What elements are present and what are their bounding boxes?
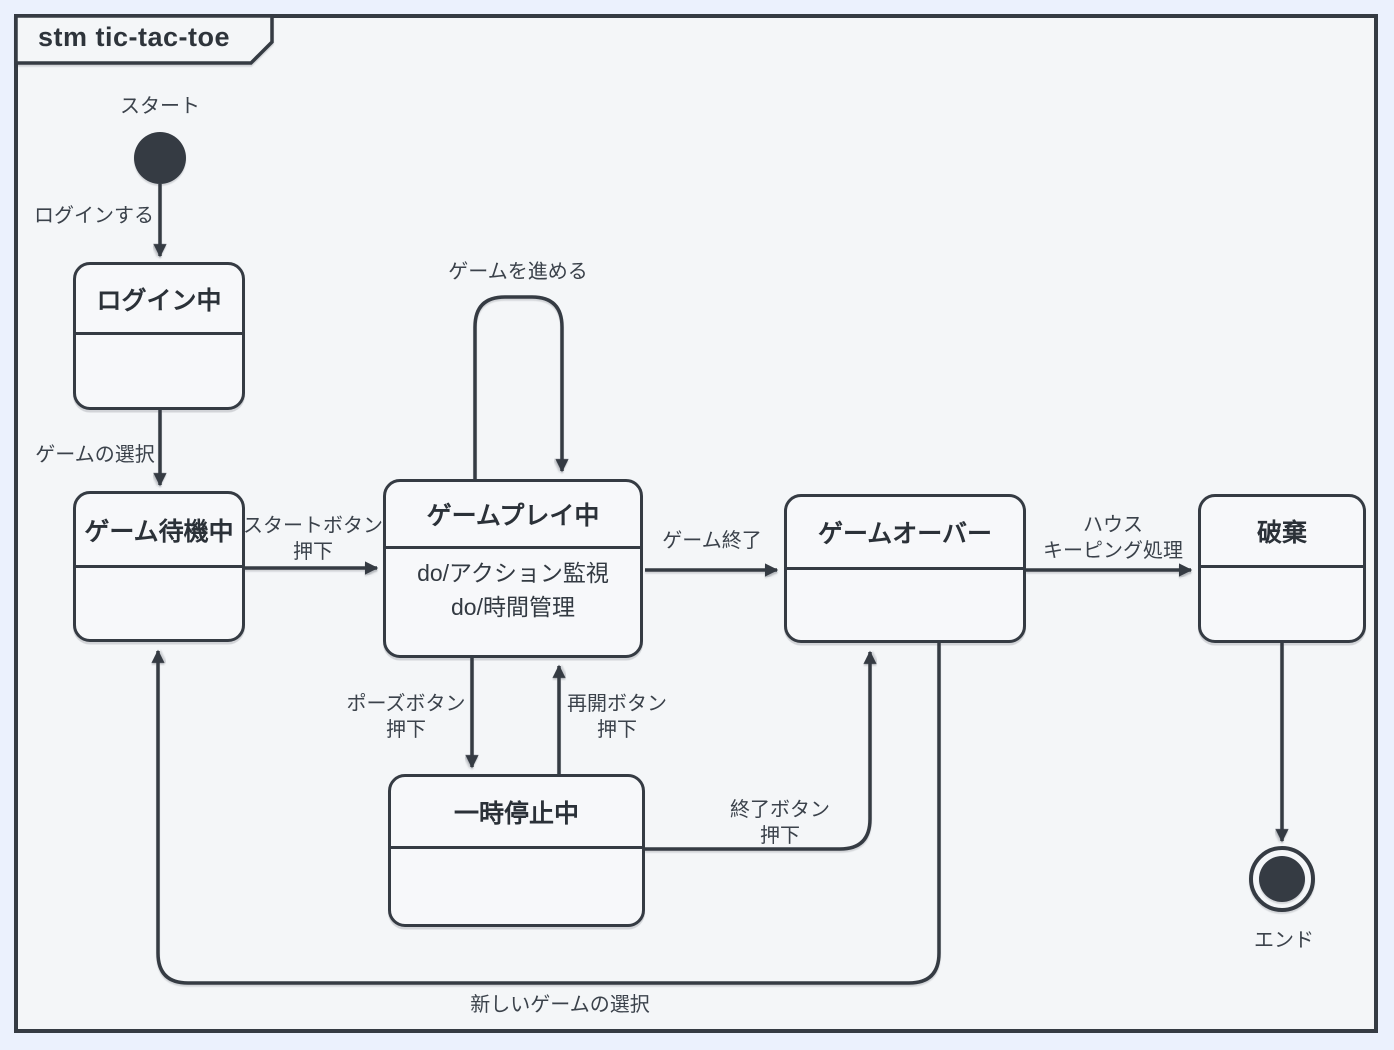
state-playing-activity: do/時間管理 — [451, 594, 575, 620]
state-playing-activity: do/アクション監視 — [417, 560, 609, 586]
state-paused-title: 一時停止中 — [391, 777, 642, 849]
transition-label-advance-game: ゲームを進める — [448, 261, 588, 283]
transition-label-pause-button: ポーズボタン 押下 — [346, 693, 466, 741]
state-waiting-title: ゲーム待機中 — [76, 494, 242, 568]
transition-label-resume-button: 再開ボタン 押下 — [567, 693, 667, 741]
transition-label-housekeeping: ハウス キーピング処理 — [1043, 514, 1183, 562]
state-discard-body — [1201, 568, 1363, 640]
state-discard-title: 破棄 — [1201, 497, 1363, 568]
final-state-label: エンド — [1254, 929, 1314, 952]
state-waiting[interactable]: ゲーム待機中 — [73, 491, 245, 642]
state-paused-body — [391, 849, 642, 924]
transition-label-start-button: スタートボタン 押下 — [243, 515, 383, 563]
state-gameover[interactable]: ゲームオーバー — [784, 494, 1026, 643]
diagram-title: stm tic-tac-toe — [38, 22, 231, 52]
state-gameover-title: ゲームオーバー — [787, 497, 1023, 570]
state-paused[interactable]: 一時停止中 — [388, 774, 645, 927]
transition-label-select-game: ゲームの選択 — [35, 444, 155, 466]
state-discard[interactable]: 破棄 — [1198, 494, 1366, 643]
transition-label-login-action: ログインする — [34, 205, 154, 227]
transition-label-quit-button: 終了ボタン 押下 — [730, 799, 830, 847]
state-login-title: ログイン中 — [76, 265, 242, 335]
state-gameover-body — [787, 570, 1023, 640]
state-playing[interactable]: ゲームプレイ中 do/アクション監視 do/時間管理 — [383, 479, 643, 658]
state-login[interactable]: ログイン中 — [73, 262, 245, 410]
initial-state-label: スタート — [120, 95, 200, 118]
state-playing-body: do/アクション監視 do/時間管理 — [386, 549, 640, 655]
state-login-body — [76, 335, 242, 407]
state-waiting-body — [76, 568, 242, 639]
state-playing-title: ゲームプレイ中 — [386, 482, 640, 549]
transition-label-game-end: ゲーム終了 — [662, 530, 762, 552]
transition-label-new-game: 新しいゲームの選択 — [470, 994, 650, 1016]
